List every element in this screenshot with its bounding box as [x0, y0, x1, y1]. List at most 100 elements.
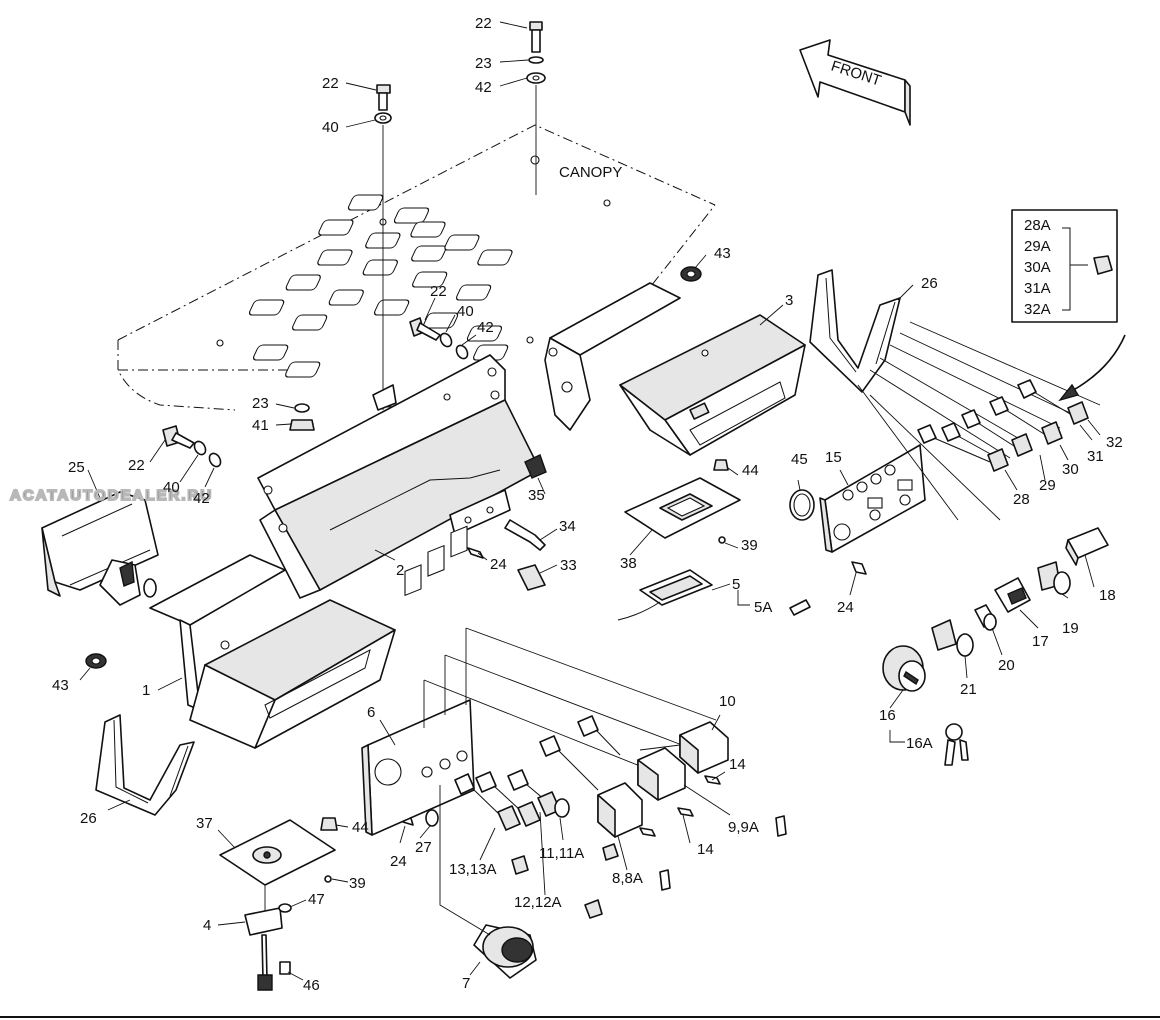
part-label: 20: [998, 657, 1015, 674]
switch-19: [1037, 561, 1071, 595]
connectors-6: [454, 715, 621, 831]
part-label: 44: [742, 462, 759, 479]
key-16a: [944, 723, 969, 766]
bracket-26-top: [809, 269, 901, 393]
part-label: 40: [163, 479, 180, 496]
part-label: 31: [1087, 448, 1104, 465]
watermark: ACATAUTODEALER.RU: [9, 486, 213, 505]
nut-44-b: [320, 817, 338, 831]
part-label: 45: [791, 451, 808, 468]
plate-37: [219, 819, 336, 912]
part-label: 46: [303, 977, 320, 994]
harness-32: [1017, 379, 1089, 425]
screw-24-a: [467, 547, 484, 559]
part-label: 1: [142, 682, 150, 699]
lamp-5: [617, 569, 713, 621]
part-label: 38: [620, 555, 637, 572]
ring-27: [425, 809, 439, 827]
part-label: 4: [203, 917, 211, 934]
part-label: 40: [457, 303, 474, 320]
part-label: 13,13A: [449, 861, 497, 878]
part-label: 42: [475, 79, 492, 96]
part-label: 14: [697, 841, 714, 858]
part-label: 22: [430, 283, 447, 300]
work-lamp-25: [41, 491, 159, 606]
switch-21: [931, 619, 974, 657]
switch-17: [994, 577, 1031, 613]
part-label: 23: [475, 55, 492, 72]
bulb-5a: [789, 599, 811, 616]
part-label: 37: [196, 815, 213, 832]
part-label: 9,9A: [728, 819, 759, 836]
part-label: 15: [825, 449, 842, 466]
part-label: 39: [741, 537, 758, 554]
inset-box: [1011, 209, 1126, 402]
part-label: 16: [879, 707, 896, 724]
inset-label-32a: 32A: [1024, 301, 1051, 318]
part-label: 35: [528, 487, 545, 504]
part-label: 28: [1013, 491, 1030, 508]
part-4: [244, 907, 283, 991]
part-label: 5A: [754, 599, 772, 616]
part-35: [449, 454, 547, 536]
part-label: 22: [322, 75, 339, 92]
harness-28: [917, 424, 1009, 472]
canopy-label: CANOPY: [559, 164, 622, 181]
bezel-38: [624, 477, 741, 539]
part-label: 6: [367, 704, 375, 721]
canopy-vent-slots: [248, 194, 513, 378]
key-switch-16: [882, 645, 926, 692]
part-label: 40: [322, 119, 339, 136]
part-label: 44: [352, 819, 369, 836]
lamp-20: [974, 604, 997, 631]
inset-label-28a: 28A: [1024, 217, 1051, 234]
hardware-stack-left: [374, 84, 392, 410]
bulbs-small: [511, 815, 787, 919]
part-label: 16A: [906, 735, 933, 752]
watermark-text: ACATAUTODEALER.RU: [10, 487, 213, 504]
front-arrow: FRONT: [799, 39, 911, 126]
part-label: 27: [415, 839, 432, 856]
part-callouts: 22 23 42 22 40 22 40 42 23 41 25 22 40 4…: [52, 15, 1123, 994]
meter-7: [439, 785, 537, 979]
harness-30: [961, 409, 1033, 457]
part-label: 5: [732, 576, 740, 593]
harness-lines-6: [423, 627, 717, 771]
canopy-panel: [117, 124, 716, 411]
washer-nut-23-41: [289, 403, 315, 431]
part-label: 43: [52, 677, 69, 694]
bracket-2: [257, 354, 541, 599]
part-label: 26: [80, 810, 97, 827]
screws-14: [639, 775, 721, 837]
relay-9: [637, 747, 686, 801]
part-label: 12,12A: [514, 894, 562, 911]
part-label: 32: [1106, 434, 1123, 451]
part-label: 22: [128, 457, 145, 474]
part-label: 7: [462, 975, 470, 992]
part-label: 34: [559, 518, 576, 535]
screw-46-47: [278, 903, 292, 975]
part-label: 47: [308, 891, 325, 908]
part-label: 43: [714, 245, 731, 262]
part-33: [517, 564, 546, 591]
screw-39: [324, 536, 726, 883]
part-34: [504, 519, 546, 551]
inset-label-30a: 30A: [1024, 259, 1051, 276]
relay-10: [639, 721, 729, 774]
part-label: 17: [1032, 633, 1049, 650]
box-1: [149, 554, 396, 749]
part-label: 23: [252, 395, 269, 412]
part-label: 25: [68, 459, 85, 476]
part-label: 24: [837, 599, 854, 616]
box-3: [544, 282, 806, 456]
nut-44-a: [713, 459, 729, 471]
inset-label-31a: 31A: [1024, 280, 1051, 297]
part-label: 22: [475, 15, 492, 32]
leader-lines: [79, 21, 1101, 981]
part-label: 2: [396, 562, 404, 579]
switch-18: [1065, 527, 1109, 566]
grommet-43-left: [85, 653, 107, 669]
harness-31: [989, 396, 1063, 445]
part-label: 33: [560, 557, 577, 574]
grommet-43-top: [680, 266, 702, 282]
